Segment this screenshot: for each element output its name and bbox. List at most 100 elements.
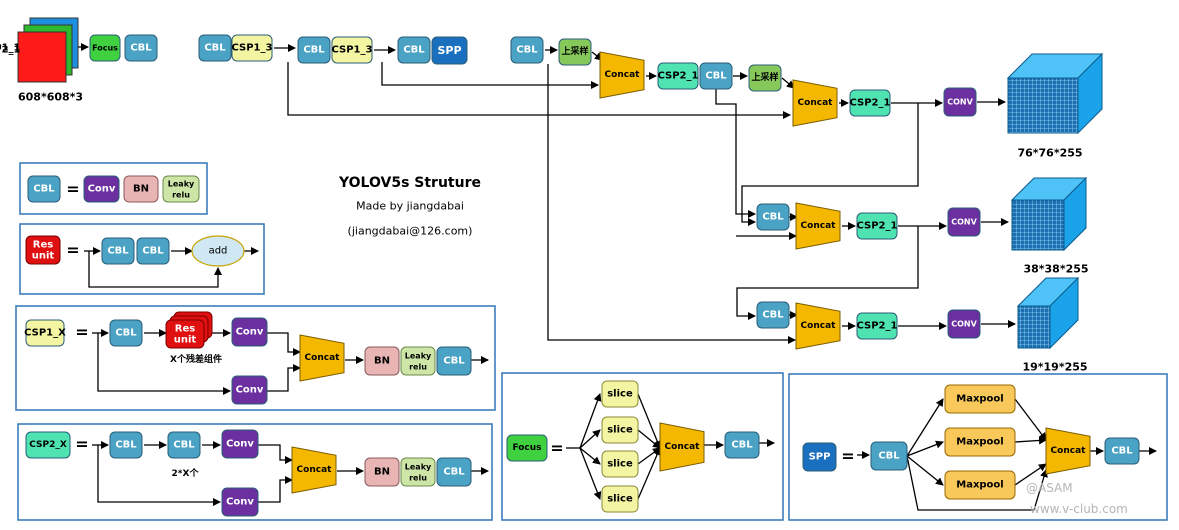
legend-csp2-cbl-1-label: CBL bbox=[115, 440, 137, 451]
cbl-1-label: CBL bbox=[130, 43, 152, 54]
legend-csp2-cbl-1 bbox=[109, 431, 143, 459]
output-size-large: 76*76*255 bbox=[1017, 147, 1082, 160]
legend-focus-slice-3 bbox=[601, 450, 639, 478]
legend-spp-maxpool-1 bbox=[944, 384, 1016, 414]
legend-csp2-concat bbox=[291, 446, 337, 494]
connector bbox=[579, 429, 601, 449]
legend-csp2-cbl-3 bbox=[436, 457, 472, 487]
connector bbox=[267, 332, 301, 356]
csp1-3-block-2 bbox=[331, 36, 373, 64]
legend-csp1-cbl-2 bbox=[436, 346, 472, 376]
legend-spp-block bbox=[802, 442, 837, 472]
legend-csp1-leaky-label-2: relu bbox=[409, 363, 427, 372]
output-cube-small-front bbox=[1017, 305, 1051, 349]
legend-res-cbl-1-label: CBL bbox=[107, 246, 129, 257]
upsample-2 bbox=[748, 64, 782, 92]
connector bbox=[267, 364, 301, 392]
input-layer-red bbox=[17, 31, 67, 83]
cbl-2-label: CBL bbox=[204, 43, 226, 54]
concat-4 bbox=[795, 302, 841, 350]
concat-1 bbox=[599, 51, 645, 99]
legend-csp1-note: X个残差组件 bbox=[170, 353, 222, 365]
legend-focus-block-label: Focus bbox=[512, 443, 541, 453]
legend-focus-equals: = bbox=[550, 439, 563, 458]
legend-focus-slice-1 bbox=[601, 380, 639, 408]
connector bbox=[1014, 398, 1047, 441]
legend-cbl-conv-label: Conv bbox=[88, 184, 116, 195]
connector bbox=[258, 476, 293, 503]
legend-csp2-leaky-label-2: relu bbox=[409, 474, 427, 483]
watermark-site: www.v-club.com bbox=[1030, 502, 1128, 516]
legend-csp1-bn-label: BN bbox=[374, 356, 390, 367]
legend-csp1-x bbox=[25, 319, 65, 347]
legend-res-unit bbox=[25, 235, 61, 265]
cbl-1 bbox=[124, 34, 158, 62]
legend-res-cbl-1 bbox=[101, 237, 135, 265]
legend-focus-frame bbox=[501, 372, 784, 521]
legend-focus-slice-2 bbox=[601, 416, 639, 444]
legend-cbl-leaky bbox=[162, 175, 200, 203]
cbl-2 bbox=[198, 34, 232, 62]
legend-csp1-leaky bbox=[400, 346, 436, 376]
csp1-3-block-2-label: CSP1_3 bbox=[332, 45, 373, 56]
legend-csp2-cbl-3-label: CBL bbox=[443, 467, 465, 478]
legend-csp1-res bbox=[165, 319, 205, 349]
legend-csp2-bn bbox=[364, 457, 400, 487]
connector bbox=[736, 226, 919, 320]
legend-csp1-equals: = bbox=[75, 323, 88, 342]
connector bbox=[637, 429, 661, 449]
legend-focus-slice-4-label: slice bbox=[607, 494, 633, 505]
legend-spp-frame bbox=[788, 373, 1168, 521]
legend-csp2-cbl-2 bbox=[167, 431, 201, 459]
diagram-email: (jiangdabai@126.com) bbox=[348, 225, 473, 238]
legend-res-add bbox=[191, 235, 245, 267]
connector bbox=[781, 77, 795, 89]
legend-cbl-frame bbox=[19, 162, 208, 215]
legend-res-cbl-2 bbox=[136, 237, 170, 265]
legend-res-equals: = bbox=[66, 241, 79, 260]
legend-csp2-frame bbox=[17, 423, 493, 521]
connector bbox=[906, 398, 944, 457]
csp1-1-block-label: CSP1_1 bbox=[0, 43, 21, 54]
csp2-1-block-1-label: CSP2_1 bbox=[0, 45, 21, 56]
legend-csp1-bn bbox=[364, 346, 400, 376]
cbl-8 bbox=[756, 301, 790, 329]
cbl-4-label: CBL bbox=[403, 45, 425, 56]
legend-focus-slice-3-label: slice bbox=[607, 459, 633, 470]
legend-cbl-label: CBL bbox=[33, 184, 55, 195]
focus-block-label: Focus bbox=[92, 44, 118, 53]
legend-spp-maxpool-3 bbox=[944, 470, 1016, 500]
legend-csp2-conv-1 bbox=[221, 429, 259, 459]
concat-3-label: Concat bbox=[801, 221, 837, 231]
legend-cbl-leaky-label: Leaky bbox=[168, 180, 195, 189]
legend-csp1-frame bbox=[15, 305, 496, 411]
legend-spp-maxpool-2 bbox=[944, 427, 1016, 457]
concat-3 bbox=[795, 202, 841, 250]
legend-spp-cbl-1-label: CBL bbox=[878, 451, 900, 462]
legend-csp1-x-label: CSP1_X bbox=[24, 328, 66, 339]
output-size-medium: 38*38*255 bbox=[1023, 263, 1088, 276]
input-size-label: 608*608*3 bbox=[18, 91, 83, 104]
concat-4-label: Concat bbox=[801, 321, 837, 331]
csp2-1-block-3 bbox=[849, 89, 891, 117]
legend-spp-concat bbox=[1045, 427, 1091, 475]
csp1-3-block-1-label: CSP1_3 bbox=[232, 43, 273, 54]
legend-spp-equals: = bbox=[841, 447, 854, 466]
legend-csp1-conv-1 bbox=[231, 317, 268, 347]
legend-csp1-cbl bbox=[109, 319, 143, 347]
connector bbox=[381, 62, 599, 89]
legend-csp2-concat-label: Concat bbox=[297, 465, 333, 475]
cbl-7-label: CBL bbox=[762, 212, 784, 223]
legend-spp-maxpool-2-label: Maxpool bbox=[956, 437, 1003, 448]
cbl-6 bbox=[699, 62, 733, 90]
legend-res-unit-label: Res bbox=[33, 240, 53, 251]
diagram-author: Made by jiangdabai bbox=[356, 200, 464, 213]
legend-res-unit-label-2: unit bbox=[32, 251, 55, 262]
legend-spp-cbl-1 bbox=[870, 441, 908, 471]
connector bbox=[637, 447, 661, 500]
legend-spp-cbl-2-label: CBL bbox=[1111, 446, 1133, 457]
csp2-1-block-5 bbox=[856, 312, 898, 340]
legend-focus-cbl bbox=[724, 431, 760, 459]
conv-out-large-label: CONV bbox=[947, 98, 973, 107]
